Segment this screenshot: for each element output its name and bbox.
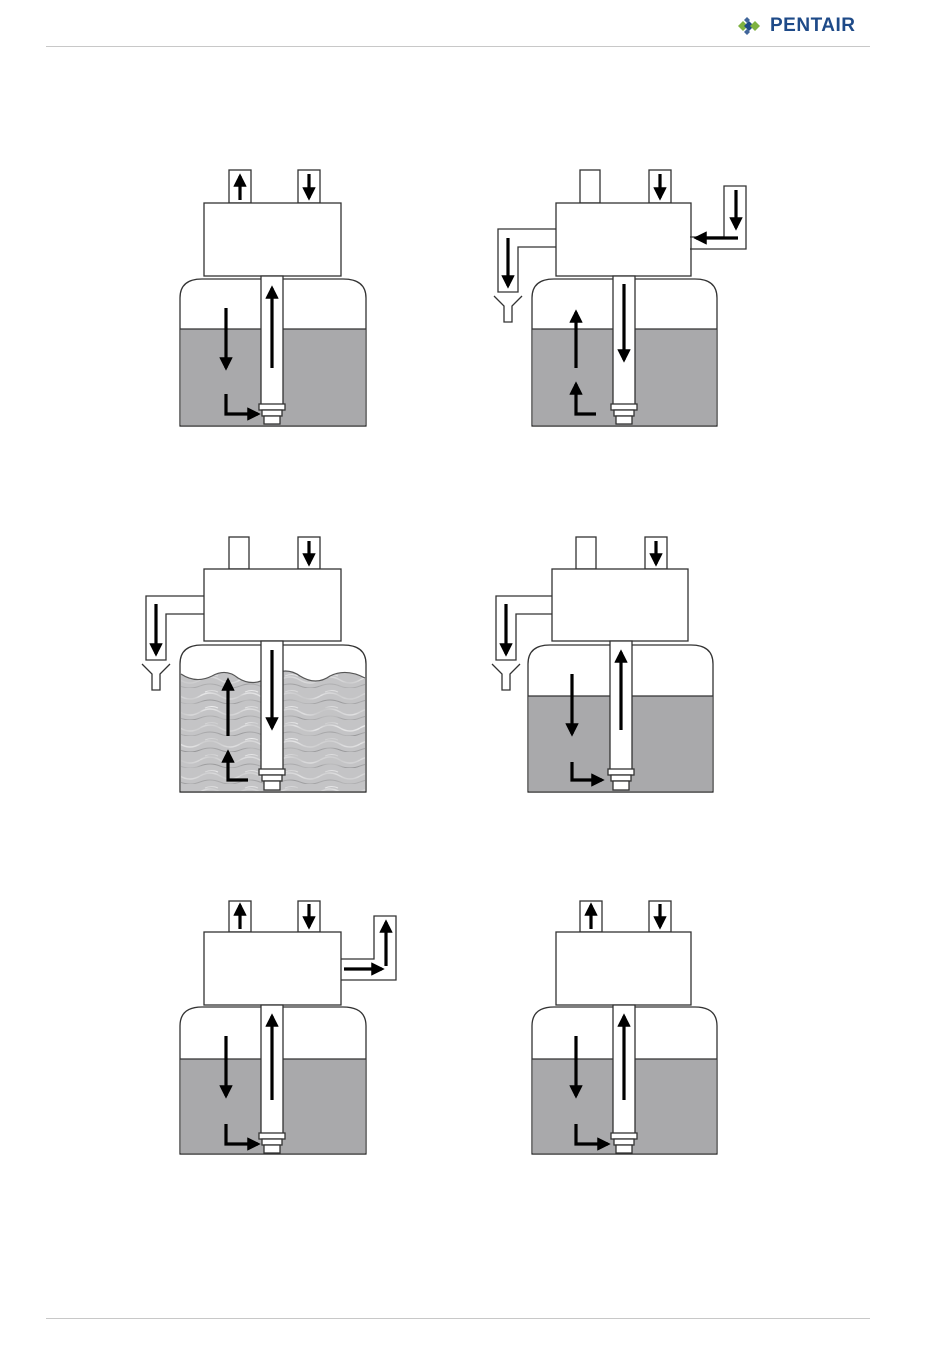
diagram-service-with-bypass xyxy=(180,901,396,1154)
diagram-service xyxy=(180,170,366,426)
footer-rule xyxy=(46,1318,870,1319)
diagram-rinse xyxy=(492,537,713,792)
diagram-backwash xyxy=(494,170,746,426)
diagram-service-return xyxy=(532,901,717,1154)
diagram-backwash-expanded-bed xyxy=(142,537,366,792)
